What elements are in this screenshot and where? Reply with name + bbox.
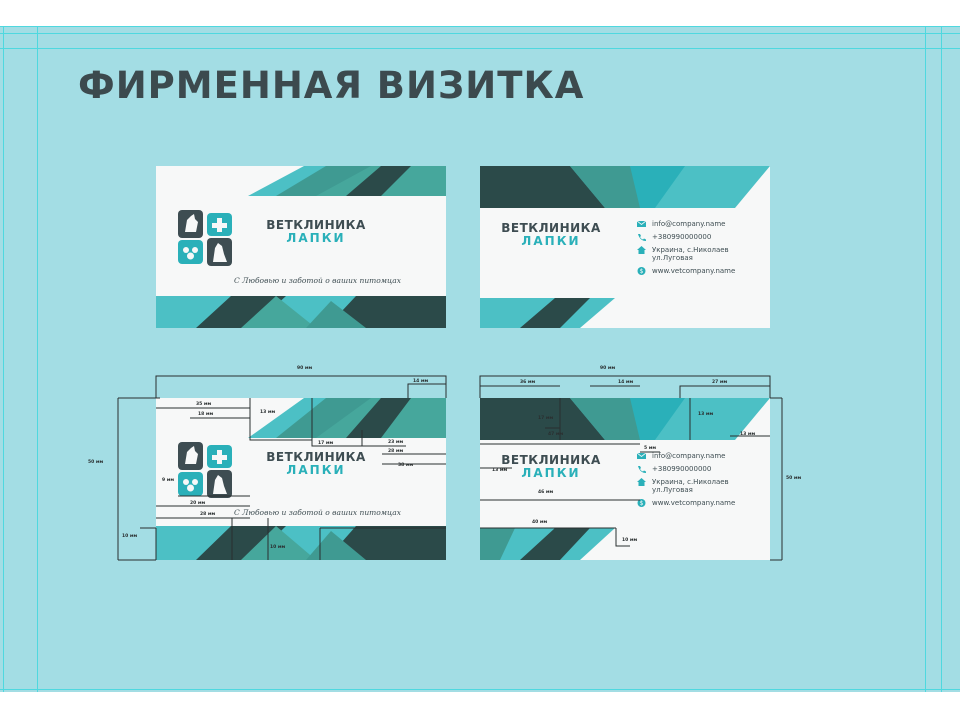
guide-line <box>0 33 960 34</box>
dimension-label: 13 мм <box>698 412 714 417</box>
clinic-name-line1: ВЕТКЛИНИКА <box>501 453 601 467</box>
dimension-label: 13 мм <box>260 410 276 415</box>
clinic-name-line2: ЛАПКИ <box>286 463 346 477</box>
pet-logo-icon <box>178 210 232 266</box>
home-icon <box>637 246 646 254</box>
contact-address: Украина, с.Николаев ул.Луговая <box>637 478 732 494</box>
pet-logo-icon <box>178 442 232 498</box>
svg-text:$: $ <box>640 500 644 507</box>
clinic-name-line2: ЛАПКИ <box>521 234 581 248</box>
guide-line <box>0 48 960 49</box>
dimension-label: 14 мм <box>618 380 634 385</box>
dimension-label: 13 мм <box>740 432 756 437</box>
card-front-pattern <box>156 166 446 328</box>
business-card-front: ВЕТКЛИНИКА ЛАПКИ С Любовью и заботой о в… <box>156 166 446 328</box>
dimension-label: 10 мм <box>122 534 138 539</box>
guide-line <box>3 26 4 692</box>
contact-phone: +380990000000 <box>637 233 732 241</box>
slogan: С Любовью и заботой о ваших питомцах <box>234 276 401 285</box>
mail-icon <box>637 220 646 227</box>
dimension-label: 13 мм <box>492 468 508 473</box>
dimension-label: 90 мм <box>600 366 616 371</box>
phone-value: +380990000000 <box>652 465 712 473</box>
phone-icon <box>638 234 646 241</box>
guide-line <box>37 26 38 692</box>
dimension-label: 46 мм <box>538 490 554 495</box>
contact-website: $ www.vetcompany.name <box>637 499 736 507</box>
clinic-name: ВЕТКЛИНИКА ЛАПКИ <box>254 218 378 245</box>
dimension-label: 14 мм <box>413 379 429 384</box>
clinic-name: ВЕТКЛИНИКА ЛАПКИ <box>492 453 610 480</box>
phone-icon <box>638 466 646 473</box>
clinic-name-line2: ЛАПКИ <box>521 466 581 480</box>
contact-list: info@company.name +380990000000 Украина,… <box>637 220 736 280</box>
clinic-logo <box>178 442 234 498</box>
clinic-logo <box>178 210 234 266</box>
dimension-label: 20 мм <box>190 501 206 506</box>
dimension-label: 50 мм <box>88 460 104 465</box>
website-value: www.vetcompany.name <box>652 499 736 507</box>
business-card-front-dimensioned: ВЕТКЛИНИКА ЛАПКИ С Любовью и заботой о в… <box>156 398 446 560</box>
svg-text:$: $ <box>640 268 644 275</box>
contact-email: info@company.name <box>637 220 732 228</box>
guide-line <box>0 689 960 690</box>
dimension-label: 36 мм <box>520 380 536 385</box>
business-card-back-dimensioned: ВЕТКЛИНИКА ЛАПКИ info@company.name +3809… <box>480 398 770 560</box>
dimension-label: 17 мм <box>318 441 334 446</box>
email-value: info@company.name <box>652 452 726 460</box>
dimension-label: 50 мм <box>786 476 802 481</box>
mail-icon <box>637 452 646 459</box>
email-value: info@company.name <box>652 220 726 228</box>
clinic-name-line2: ЛАПКИ <box>286 231 346 245</box>
dimension-label: 10 мм <box>270 545 286 550</box>
dimension-label: 10 мм <box>622 538 638 543</box>
web-icon: $ <box>637 499 646 507</box>
dimension-label: 18 мм <box>198 412 214 417</box>
dimension-label: 27 мм <box>712 380 728 385</box>
contact-website: $ www.vetcompany.name <box>637 267 736 275</box>
guide-line <box>925 26 926 692</box>
card-back-pattern <box>480 398 770 560</box>
address-value: Украина, с.Николаев ул.Луговая <box>652 246 729 262</box>
dimension-label: 90 мм <box>297 366 313 371</box>
guide-line <box>941 26 942 692</box>
clinic-name-line1: ВЕТКЛИНИКА <box>501 221 601 235</box>
dimension-label: 40 мм <box>532 520 548 525</box>
dimension-label: 17 мм <box>538 416 554 421</box>
slogan: С Любовью и заботой о ваших питомцах <box>234 508 401 517</box>
dimension-label: 5 мм <box>644 446 657 451</box>
address-value: Украина, с.Николаев ул.Луговая <box>652 478 729 494</box>
dimension-label: 28 мм <box>388 449 404 454</box>
clinic-name-line1: ВЕТКЛИНИКА <box>266 450 366 464</box>
website-value: www.vetcompany.name <box>652 267 736 275</box>
contact-email: info@company.name <box>637 452 732 460</box>
dimension-label: 23 мм <box>388 440 404 445</box>
slide-background <box>0 26 960 692</box>
contact-list: info@company.name +380990000000 Украина,… <box>637 452 736 512</box>
guide-line <box>0 26 960 27</box>
dimension-label: 47 мм <box>548 432 564 437</box>
clinic-name: ВЕТКЛИНИКА ЛАПКИ <box>254 450 378 477</box>
dimension-label: 9 мм <box>162 478 175 483</box>
clinic-name: ВЕТКЛИНИКА ЛАПКИ <box>492 221 610 248</box>
contact-phone: +380990000000 <box>637 465 732 473</box>
home-icon <box>637 478 646 486</box>
card-back-pattern <box>480 166 770 328</box>
business-card-back: ВЕТКЛИНИКА ЛАПКИ info@company.name +3809… <box>480 166 770 328</box>
dimension-label: 38 мм <box>398 463 414 468</box>
contact-address: Украина, с.Николаев ул.Луговая <box>637 246 732 262</box>
dimension-label: 28 мм <box>200 512 216 517</box>
web-icon: $ <box>637 267 646 275</box>
clinic-name-line1: ВЕТКЛИНИКА <box>266 218 366 232</box>
dimension-label: 35 мм <box>196 402 212 407</box>
phone-value: +380990000000 <box>652 233 712 241</box>
page-title: ФИРМЕННАЯ ВИЗИТКА <box>78 64 585 107</box>
